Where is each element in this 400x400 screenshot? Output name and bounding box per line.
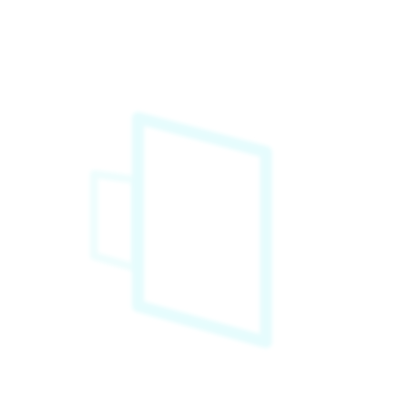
- speaker-cone-outline: [132, 112, 272, 348]
- speaker-body-outline: [90, 170, 140, 272]
